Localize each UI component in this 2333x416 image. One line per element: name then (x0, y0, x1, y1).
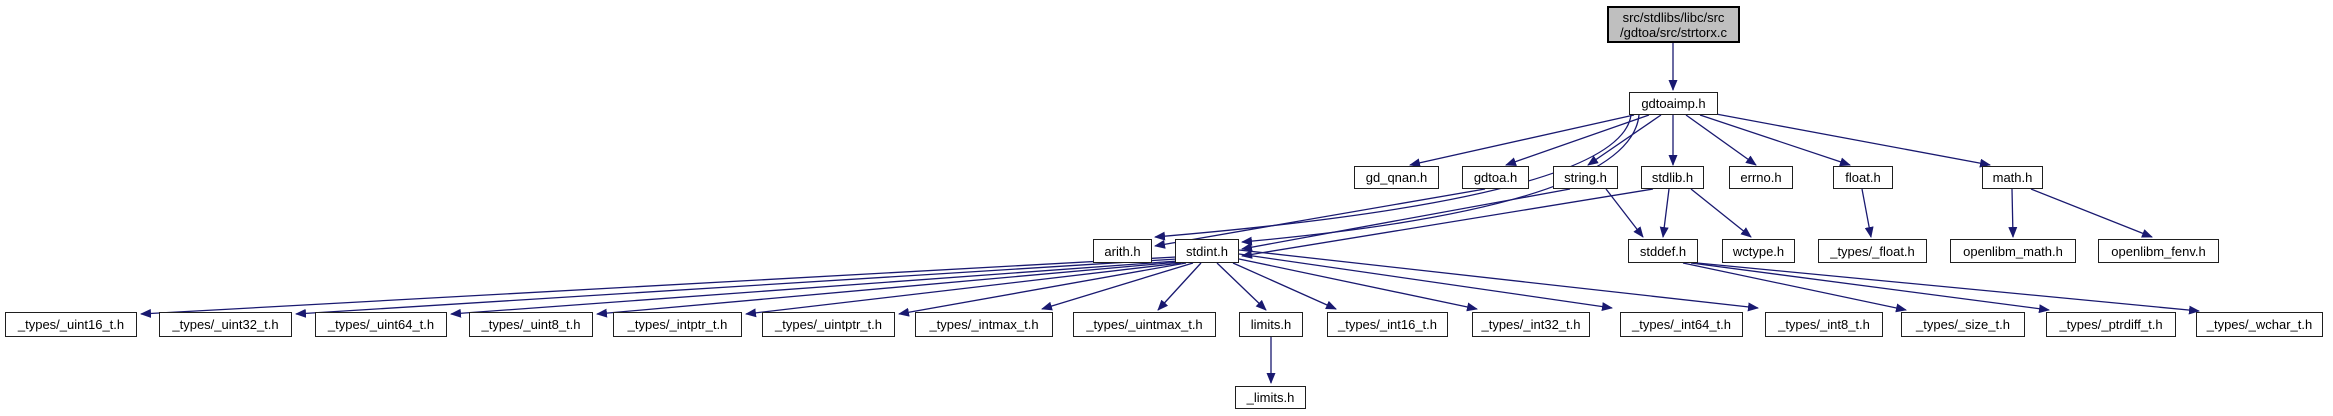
edge-gdtoa-h-to-arith-h (1154, 188, 1486, 249)
edge-stdint-h-to-types-uint64-t-h (450, 260, 1179, 318)
edge-stdint-h-to-types-uintmax-t-h (1157, 262, 1202, 311)
edge-stdint-h-to-limits-h (1216, 262, 1267, 311)
node-label: _types/_int16_t.h (1337, 317, 1438, 332)
edge-stdlib-h-to-stddef-h (1659, 188, 1670, 238)
node-label: openlibm_fenv.h (2111, 243, 2206, 259)
node-wctype-h[interactable]: wctype.h (1722, 239, 1795, 263)
node-label: _limits.h (1246, 390, 1295, 405)
node-label: arith.h (1104, 243, 1141, 259)
edge-math-h-to-openlibm-math-h (2008, 188, 2018, 238)
node-label: gdtoa.h (1473, 170, 1518, 185)
node-label: _types/_int32_t.h (1481, 317, 1581, 332)
node-label: float.h (1845, 170, 1881, 185)
node-label: _types/_uintptr_t.h (775, 317, 882, 332)
node-math-h[interactable]: math.h (1982, 166, 2043, 189)
node-label: _types/_uint32_t.h (172, 317, 279, 332)
node-label: limits.h (1250, 317, 1292, 332)
node-label: gd_qnan.h (1365, 170, 1428, 185)
edge-stddef-h-to-types-ptrdiff-t-h (1690, 262, 2050, 314)
node-underscore-limits-h[interactable]: _limits.h (1235, 386, 1306, 409)
edge-stdint-h-to-types-int64-t-h (1238, 253, 1613, 312)
edge-stdint-h-to-types-uint32-t-h (295, 258, 1178, 318)
node-label: _types/_int64_t.h (1631, 317, 1732, 332)
node-label: /gdtoa/src/strtorx.c (1620, 24, 1727, 40)
node-label: _types/_ptrdiff_t.h (2059, 317, 2163, 332)
edge-math-h-to-openlibm-fenv-h (2030, 188, 2153, 238)
node-gdtoa-h[interactable]: gdtoa.h (1462, 166, 1529, 189)
node-label: _types/_intmax_t.h (929, 317, 1039, 332)
node-label: _types/_uint64_t.h (327, 317, 435, 332)
node-types-intptr-t-h[interactable]: _types/_intptr_t.h (613, 312, 742, 337)
node-label: stdint.h (1186, 243, 1228, 259)
edge-string-h-to-stddef-h (1605, 188, 1644, 238)
edge-stdint-h-to-types-int32-t-h (1238, 258, 1478, 312)
node-label: math.h (1992, 170, 2033, 185)
edge-stddef-h-to-types-wchar-t-h (1696, 262, 2200, 315)
edge-stdint-h-to-types-uint8-t-h (596, 261, 1180, 318)
node-types-uint16-t-h[interactable]: _types/_uint16_t.h (5, 312, 137, 337)
node-label: _types/_int8_t.h (1778, 317, 1870, 332)
edge-float-h-to-types-float-h (1861, 188, 1874, 238)
node-types-uintmax-t-h[interactable]: _types/_uintmax_t.h (1073, 312, 1216, 337)
node-openlibm-math-h[interactable]: openlibm_math.h (1950, 239, 2076, 263)
edge-stdint-h-to-types-intptr-t-h (745, 262, 1182, 318)
edge-stdint-h-to-types-int8-t-h (1238, 249, 1759, 312)
edge-stdint-h-to-types-intmax-t-h (1041, 262, 1194, 311)
edge-stdlib-h-to-wctype-h (1690, 188, 1752, 238)
node-label: _types/_size_t.h (1916, 317, 2010, 332)
node-types-uint8-t-h[interactable]: _types/_uint8_t.h (469, 312, 593, 337)
node-types-size-t-h[interactable]: _types/_size_t.h (1901, 312, 2025, 337)
node-label: src/stdlibs/libc/src (1622, 9, 1725, 25)
node-label: errno.h (1740, 170, 1782, 185)
node-label: _types/_float.h (1830, 243, 1915, 259)
node-stddef-h[interactable]: stddef.h (1628, 239, 1698, 263)
edge-gdtoaimp-h-to-errno-h (1685, 114, 1757, 166)
node-types-wchar-t-h[interactable]: _types/_wchar_t.h (2196, 312, 2323, 337)
node-label: _types/_uintmax_t.h (1086, 317, 1203, 332)
node-types-uint32-t-h[interactable]: _types/_uint32_t.h (159, 312, 292, 337)
node-label: wctype.h (1732, 243, 1785, 259)
node-label: stdlib.h (1651, 170, 1694, 185)
edge-gdtoaimp-h-to-string-h (1587, 114, 1662, 166)
edge-stdint-h-to-types-uintptr-t-h (898, 262, 1187, 317)
edge-gdtoaimp-h-to-gd-qnan-h (1409, 114, 1635, 168)
edge-stdlib-h-to-stdint-h (1241, 188, 1654, 259)
node-openlibm-fenv-h[interactable]: openlibm_fenv.h (2098, 239, 2219, 263)
node-limits-h[interactable]: limits.h (1239, 312, 1303, 337)
node-label: _types/_uint16_t.h (17, 317, 125, 332)
node-string-h[interactable]: string.h (1553, 166, 1618, 189)
edge-stdint-h-to-types-uint16-t-h (140, 256, 1177, 318)
node-types-int8-t-h[interactable]: _types/_int8_t.h (1765, 312, 1883, 337)
node-gd-qnan-h[interactable]: gd_qnan.h (1354, 166, 1439, 189)
node-types-uint64-t-h[interactable]: _types/_uint64_t.h (315, 312, 447, 337)
node-stdint-h[interactable]: stdint.h (1175, 239, 1239, 263)
edge-stddef-h-to-types-size-t-h (1682, 262, 1907, 313)
node-label: gdtoaimp.h (1641, 96, 1706, 111)
node-types-uintptr-t-h[interactable]: _types/_uintptr_t.h (762, 312, 895, 337)
node-errno-h[interactable]: errno.h (1729, 166, 1793, 189)
node-stdlib-h[interactable]: stdlib.h (1641, 166, 1704, 189)
node-label: _types/_intptr_t.h (627, 317, 728, 332)
node-float-h[interactable]: float.h (1833, 166, 1893, 189)
node-types-int16-t-h[interactable]: _types/_int16_t.h (1327, 312, 1448, 337)
node-arith-h[interactable]: arith.h (1093, 239, 1152, 263)
node-label: stddef.h (1639, 243, 1687, 259)
node-label: _types/_wchar_t.h (2206, 317, 2313, 332)
node-label: openlibm_math.h (1963, 243, 2063, 259)
edge-stdint-h-to-types-int16-t-h (1232, 262, 1337, 310)
node-types-float-h[interactable]: _types/_float.h (1818, 239, 1927, 263)
edge-gdtoaimp-h-to-gdtoa-h (1505, 114, 1650, 166)
node-label: string.h (1564, 170, 1607, 185)
node-label: _types/_uint8_t.h (481, 317, 581, 332)
edge-string-h-to-stdint-h (1241, 188, 1571, 252)
node-gdtoaimp-h[interactable]: gdtoaimp.h (1629, 92, 1718, 115)
node-strtorx-c: src/stdlibs/libc/src/gdtoa/src/strtorx.c (1607, 6, 1740, 43)
node-types-int32-t-h[interactable]: _types/_int32_t.h (1472, 312, 1590, 337)
node-types-ptrdiff-t-h[interactable]: _types/_ptrdiff_t.h (2046, 312, 2176, 337)
node-types-intmax-t-h[interactable]: _types/_intmax_t.h (915, 312, 1053, 337)
node-types-int64-t-h[interactable]: _types/_int64_t.h (1620, 312, 1743, 337)
edge-gdtoaimp-h-to-math-h (1715, 113, 1991, 168)
edge-gdtoaimp-h-to-float-h (1699, 114, 1851, 167)
